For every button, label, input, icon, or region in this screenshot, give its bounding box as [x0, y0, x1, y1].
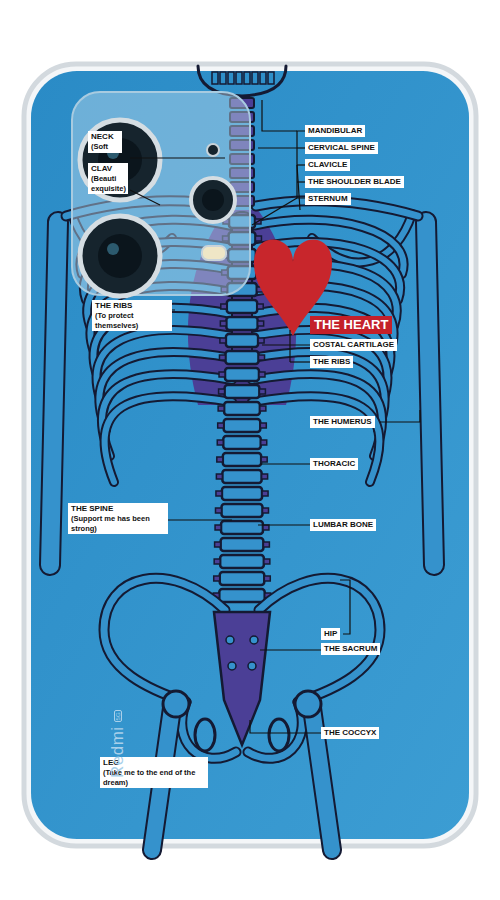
part-name: THE HUMERUS: [313, 417, 372, 427]
label-tag: LUMBAR BONE: [310, 519, 376, 531]
leader-lines: [110, 100, 420, 733]
part-name: MANDIBULAR: [308, 126, 362, 136]
part-name: HIP: [324, 629, 337, 639]
label-tag: THE SPINE(Support me has been strong): [68, 503, 168, 534]
label-tag: THE HUMERUS: [310, 416, 375, 428]
label-tag: MANDIBULAR: [305, 125, 365, 137]
part-name: LUMBAR BONE: [313, 520, 373, 530]
camera-module: [72, 92, 250, 296]
part-name: THE SPINE: [71, 504, 165, 514]
part-note: (Soft: [91, 142, 119, 152]
brand-logo: Redmi 5G: [108, 710, 128, 778]
part-name: CLAVICLE: [308, 160, 347, 170]
label-tag: COSTAL CARTILAGE: [310, 339, 397, 351]
label-tag: THE SACRUM: [321, 643, 380, 655]
label-tag: THE HEART: [310, 316, 392, 334]
part-name: NECK: [91, 132, 119, 142]
network-badge: 5G: [114, 710, 122, 722]
part-name: THE COCCYX: [324, 728, 376, 738]
brand-name: Redmi: [108, 726, 127, 778]
label-tag: THE RIBS: [310, 356, 353, 368]
part-name: THE HEART: [314, 317, 388, 333]
part-name: STERNUM: [308, 194, 348, 204]
label-tag: THE RIBS(To protect themselves): [92, 300, 172, 331]
part-name: THORACIC: [313, 459, 355, 469]
part-name: THE RIBS: [313, 357, 350, 367]
label-tag: NECK(Soft: [88, 131, 122, 153]
part-name: THE SHOULDER BLADE: [308, 177, 401, 187]
part-name: CLAV: [91, 164, 125, 174]
label-tag: THE SHOULDER BLADE: [305, 176, 404, 188]
part-name: COSTAL CARTILAGE: [313, 340, 394, 350]
label-tag: THE COCCYX: [321, 727, 379, 739]
label-tag: STERNUM: [305, 193, 351, 205]
part-name: THE RIBS: [95, 301, 169, 311]
part-note: (To protect themselves): [95, 311, 169, 330]
label-tag: CLAV(Beauti exquisite): [88, 163, 128, 194]
label-tag: THORACIC: [310, 458, 358, 470]
label-tag: CLAVICLE: [305, 159, 350, 171]
part-note: (Support me has been strong): [71, 514, 165, 533]
label-tag: CERVICAL SPINE: [305, 142, 378, 154]
part-name: THE SACRUM: [324, 644, 377, 654]
part-name: CERVICAL SPINE: [308, 143, 375, 153]
part-note: (Beauti exquisite): [91, 174, 125, 193]
label-tag: HIP: [321, 628, 340, 640]
